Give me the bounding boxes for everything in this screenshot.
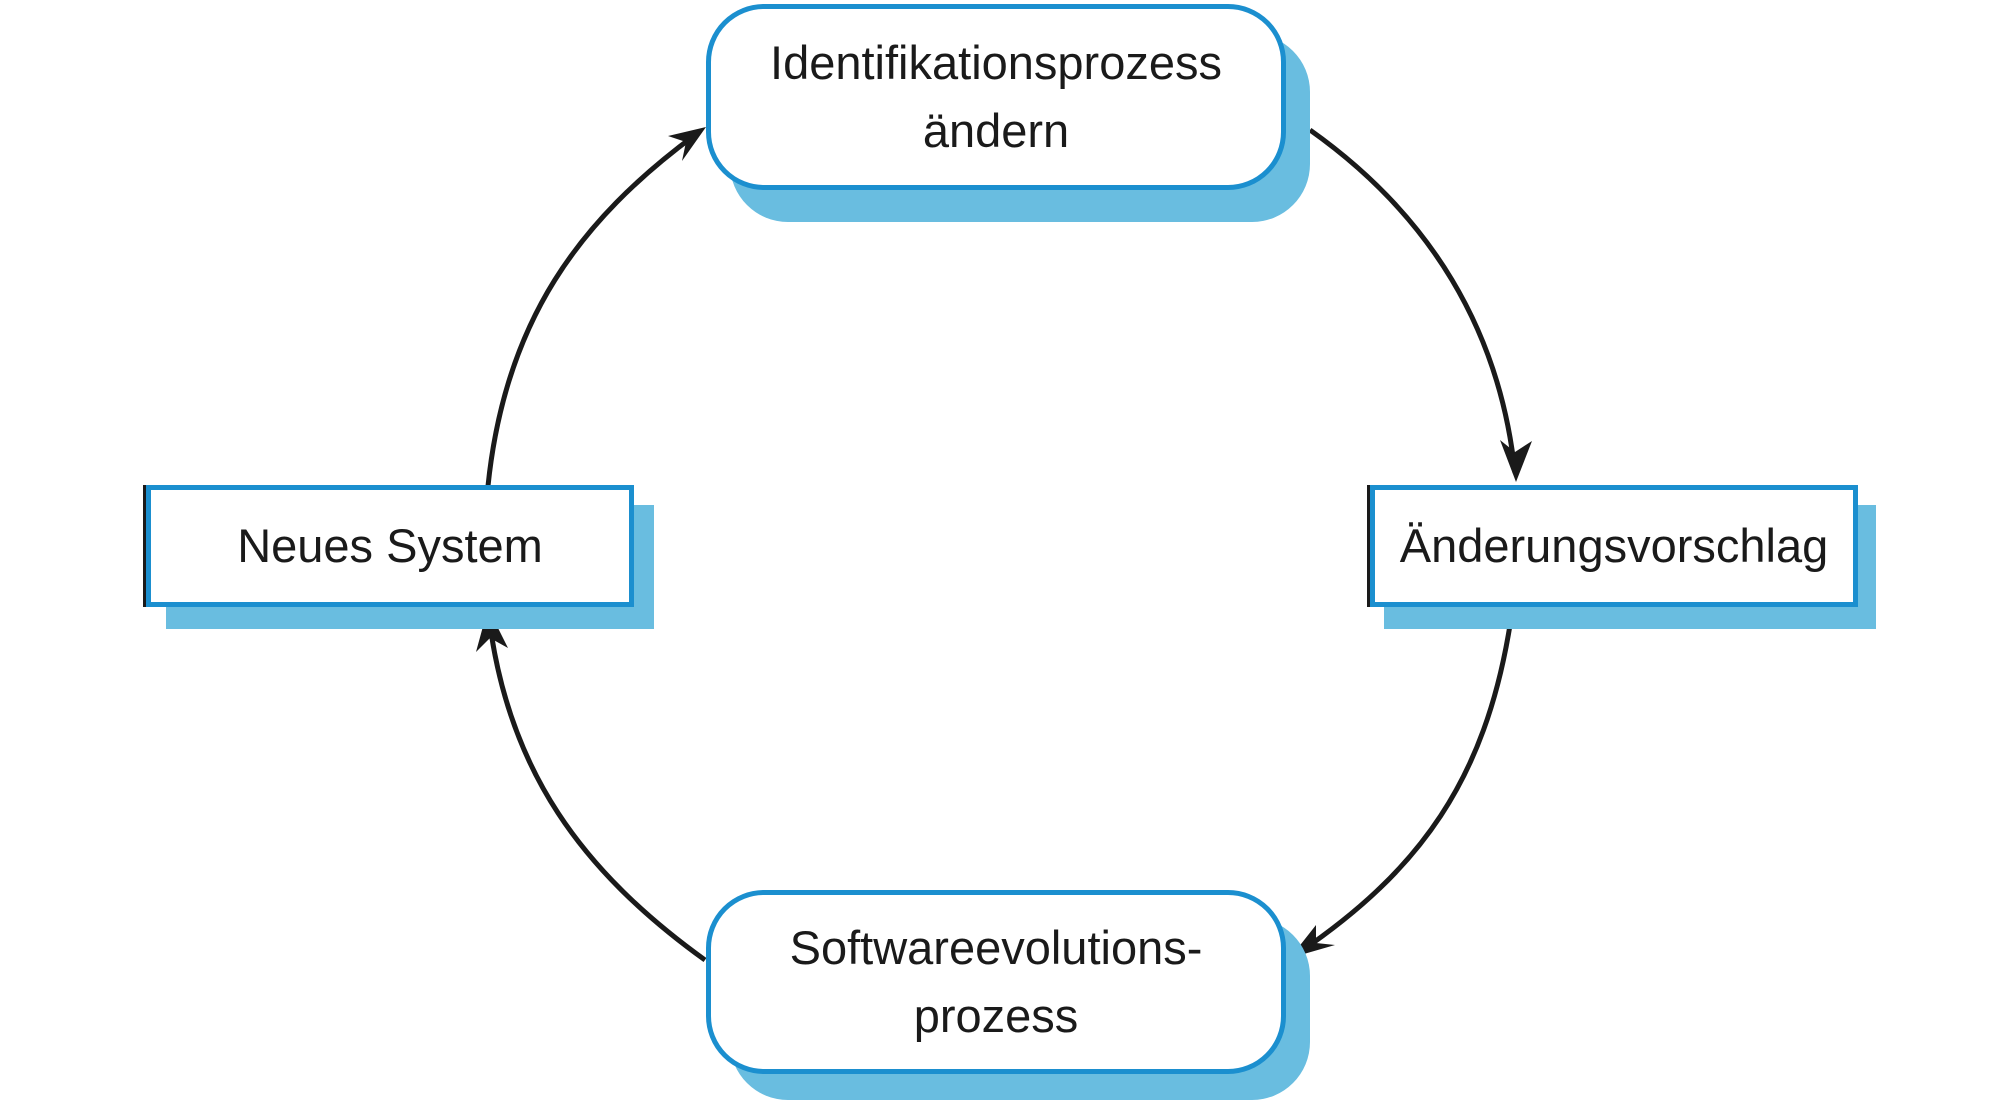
node-box: Softwareevolutions- prozess — [706, 890, 1286, 1074]
node-softwareevolutionsprozess: Softwareevolutions- prozess — [706, 890, 1310, 1100]
node-aenderungsvorschlag: Änderungsvorschlag — [1370, 485, 1876, 629]
node-label: Neues System — [237, 518, 543, 572]
arrow-top-to-right — [1308, 127, 1518, 474]
label-line-1: Softwareevolutions- — [789, 920, 1203, 974]
arrowhead-top — [668, 127, 706, 161]
arrowhead-right — [1500, 440, 1532, 482]
node-box: Neues System — [146, 485, 634, 607]
node-neues-system: Neues System — [146, 485, 654, 629]
arrowhead-left — [476, 608, 508, 652]
label-line-2: ändern — [922, 104, 1070, 157]
node-box: Identifikationsprozess ändern — [706, 4, 1286, 190]
arrow-left-to-top — [485, 132, 697, 487]
node-box: Änderungsvorschlag — [1370, 485, 1858, 607]
label-line-2: prozess — [913, 989, 1079, 1042]
label-line-1: Identifikationsprozess — [770, 35, 1222, 89]
node-label: Identifikationsprozess ändern — [770, 29, 1222, 165]
node-label: Änderungsvorschlag — [1399, 518, 1829, 572]
node-identifikationsprozess: Identifikationsprozess ändern — [706, 4, 1310, 222]
arrow-bottom-to-left — [487, 624, 707, 963]
arrow-right-to-bottom — [1298, 624, 1513, 955]
node-label: Softwareevolutions- prozess — [790, 914, 1203, 1050]
